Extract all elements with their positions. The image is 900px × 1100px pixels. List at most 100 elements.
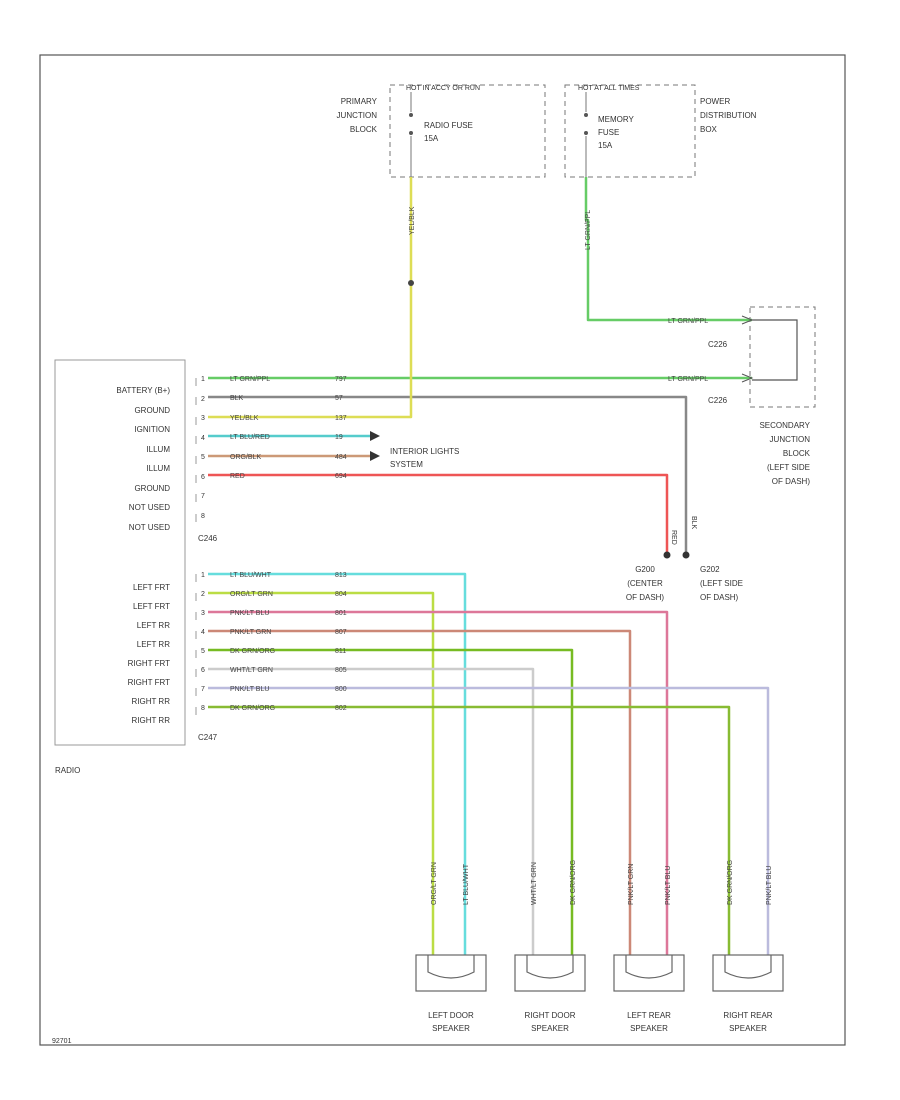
- hot-run-label: HOT IN ACCY OR RUN: [406, 85, 480, 92]
- ground-g200-id: G200: [635, 565, 655, 574]
- speaker-right-door: RIGHT DOOR SPEAKER: [514, 954, 586, 1033]
- wire-circuit: 811: [335, 648, 346, 655]
- wire-label: ORG/BLK: [230, 454, 261, 461]
- sjb-label-5: OF DASH): [772, 477, 811, 486]
- radio-pin-labels: BATTERY (B+) GROUND IGNITION ILLUM ILLUM…: [116, 386, 170, 725]
- pin-number: 4: [201, 629, 205, 636]
- pin-label-left-frt-1: LEFT FRT: [133, 583, 170, 592]
- speaker-wire-labels: ORG/LT GRN LT BLU/WHT WHT/LT GRN DK GRN/…: [431, 860, 773, 905]
- pin-number: 8: [201, 513, 205, 520]
- wire-circuit: 800: [335, 686, 347, 693]
- wire-ignition: [208, 177, 413, 419]
- sjb-label-1: SECONDARY: [759, 421, 810, 430]
- pin-label-left-frt-2: LEFT FRT: [133, 602, 170, 611]
- wire-label: LT BLU/RED: [230, 434, 270, 441]
- sjb-connector-label-1: C226: [708, 340, 728, 349]
- arrow-interior-lights-1: [370, 431, 380, 441]
- wire-ground-blk: [208, 395, 688, 555]
- sjb-connector-arrow-1: [741, 315, 754, 325]
- pin-label-illum-1: ILLUM: [146, 445, 170, 454]
- wire-label: BLK: [230, 395, 244, 402]
- splice-dot: [408, 280, 414, 286]
- speaker-name-1: RIGHT DOOR: [525, 1011, 576, 1020]
- wire-circuit: 797: [335, 376, 347, 383]
- primary-jb-label-2: JUNCTION: [337, 111, 378, 120]
- memory-fuse-label-2: FUSE: [598, 128, 619, 137]
- pin-number: 6: [201, 474, 205, 481]
- memory-fuse-label-1: MEMORY: [598, 115, 635, 124]
- wire-label: PNK/LT BLU: [230, 610, 269, 617]
- pin-number: 3: [201, 610, 205, 617]
- speaker-body: [613, 954, 685, 992]
- pin-number: 4: [201, 435, 205, 442]
- speaker-left-rear: LEFT REAR SPEAKER: [613, 954, 685, 1033]
- interior-lights-label-1: INTERIOR LIGHTS: [390, 447, 459, 456]
- speaker-body: [514, 954, 586, 992]
- wire-labels-bottom: LT BLU/WHT 813 ORG/LT GRN 804 PNK/LT BLU…: [230, 572, 347, 712]
- wire-circuit: 813: [335, 572, 347, 579]
- wire-label: WHT/LT GRN: [230, 667, 273, 674]
- wire-label: LT GRN/PPL: [230, 376, 270, 383]
- speaker-right-rear: RIGHT REAR SPEAKER: [712, 954, 784, 1033]
- radio-fuse-label-1: RADIO FUSE: [424, 121, 473, 130]
- wire-right-frt-2: [208, 667, 535, 955]
- wire-left-rr-2: [208, 629, 632, 955]
- wire-circuit: 804: [335, 591, 347, 598]
- ground-g202-wire-label: BLK: [690, 516, 697, 530]
- speaker-wire-label: DK GRN/ORG: [727, 860, 734, 905]
- speaker-wire-label: PNK/LT GRN: [628, 864, 635, 905]
- wire-label: DK GRN/ORG: [230, 648, 275, 655]
- wire-memory-feed: [584, 177, 752, 322]
- pin-number: 2: [201, 591, 205, 598]
- arrow-interior-lights-2: [370, 451, 380, 461]
- ground-g202-id: G202: [700, 565, 720, 574]
- wire-label-memory: LT GRN/PPL: [668, 318, 708, 325]
- pin-label-left-rr-2: LEFT RR: [137, 640, 170, 649]
- ground-g200-wire-label: RED: [670, 530, 677, 545]
- secondary-junction-block-box: [749, 306, 816, 408]
- pin-number: 1: [201, 572, 205, 579]
- wire-label: RED: [230, 473, 245, 480]
- memory-fuse-terminal-1: [584, 113, 588, 117]
- pin-label-left-rr-1: LEFT RR: [137, 621, 170, 630]
- sjb-label-3: BLOCK: [783, 449, 811, 458]
- sjb-label-2: JUNCTION: [770, 435, 811, 444]
- primary-jb-label-3: BLOCK: [350, 125, 378, 134]
- pdb-label-1: POWER: [700, 97, 730, 106]
- memory-fuse-label-3: 15A: [598, 141, 613, 150]
- wire-circuit: 694: [335, 473, 347, 480]
- primary-junction-block-box: [389, 84, 546, 178]
- speaker-name-2: SPEAKER: [531, 1024, 569, 1033]
- speaker-body: [415, 954, 487, 992]
- speaker-wire-label: LT BLU/WHT: [463, 863, 470, 905]
- speaker-wire-label: ORG/LT GRN: [431, 862, 438, 905]
- speaker-wire-label: WHT/LT GRN: [531, 862, 538, 905]
- pin-number: 5: [201, 648, 205, 655]
- pin-label-right-frt-1: RIGHT FRT: [128, 659, 170, 668]
- sjb-label-4: (LEFT SIDE: [767, 463, 810, 472]
- speaker-cone: [526, 955, 574, 979]
- radio-label: RADIO: [55, 766, 80, 775]
- ground-g200-terminal: [663, 551, 671, 559]
- pin-number: 3: [201, 415, 205, 422]
- pin-label-ground-1: GROUND: [134, 406, 170, 415]
- wire-circuit: 19: [335, 434, 343, 441]
- radio-connector-bottom: C247: [198, 733, 218, 742]
- wire-circuit: 484: [335, 454, 347, 461]
- pin-label-illum-2: ILLUM: [146, 464, 170, 473]
- speaker-name-2: SPEAKER: [432, 1024, 470, 1033]
- radio-pin-numbers: 1 2 3 4 5 6 7 8 1 2 3 4 5 6 7 8: [201, 376, 205, 712]
- wire-circuit: 801: [335, 610, 347, 617]
- pin-label-battery: BATTERY (B+): [116, 386, 170, 395]
- wire-right-rr-2: [208, 705, 731, 955]
- speaker-wire-label: PNK/LT BLU: [665, 866, 672, 905]
- sjb-connector-arrow-2: [741, 373, 754, 383]
- sjb-connector-label-2: C226: [708, 396, 728, 405]
- wire-right-rr-1: [208, 686, 770, 955]
- speaker-wire-label: DK GRN/ORG: [570, 860, 577, 905]
- wire-label: LT BLU/WHT: [230, 572, 272, 579]
- secondary-jb-bus: [752, 319, 798, 381]
- pin-number: 2: [201, 396, 205, 403]
- pin-label-ground-2: GROUND: [134, 484, 170, 493]
